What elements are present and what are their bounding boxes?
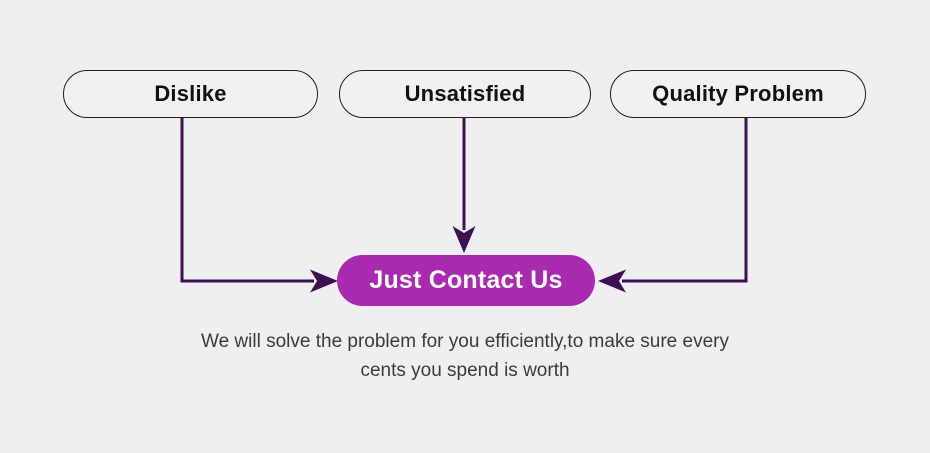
arrow-dislike-to-cta [180,117,338,293]
node-quality-problem: Quality Problem [610,70,866,118]
node-quality-problem-label: Quality Problem [652,81,824,106]
node-dislike-label: Dislike [154,81,227,106]
node-dislike: Dislike [63,70,318,118]
node-unsatisfied-label: Unsatisfied [404,81,526,106]
arrow-unsatisfied-to-cta [452,117,476,253]
arrow-quality-to-cta [598,117,748,293]
caption-line-1: We will solve the problem for you effici… [200,331,729,352]
node-unsatisfied: Unsatisfied [339,70,591,118]
caption-text: We will solve the problem for you effici… [0,327,930,385]
caption-line-2: cents you spend is worth [360,360,570,381]
cta-just-contact-us: Just Contact Us [337,255,595,306]
cta-label: Just Contact Us [369,266,563,294]
